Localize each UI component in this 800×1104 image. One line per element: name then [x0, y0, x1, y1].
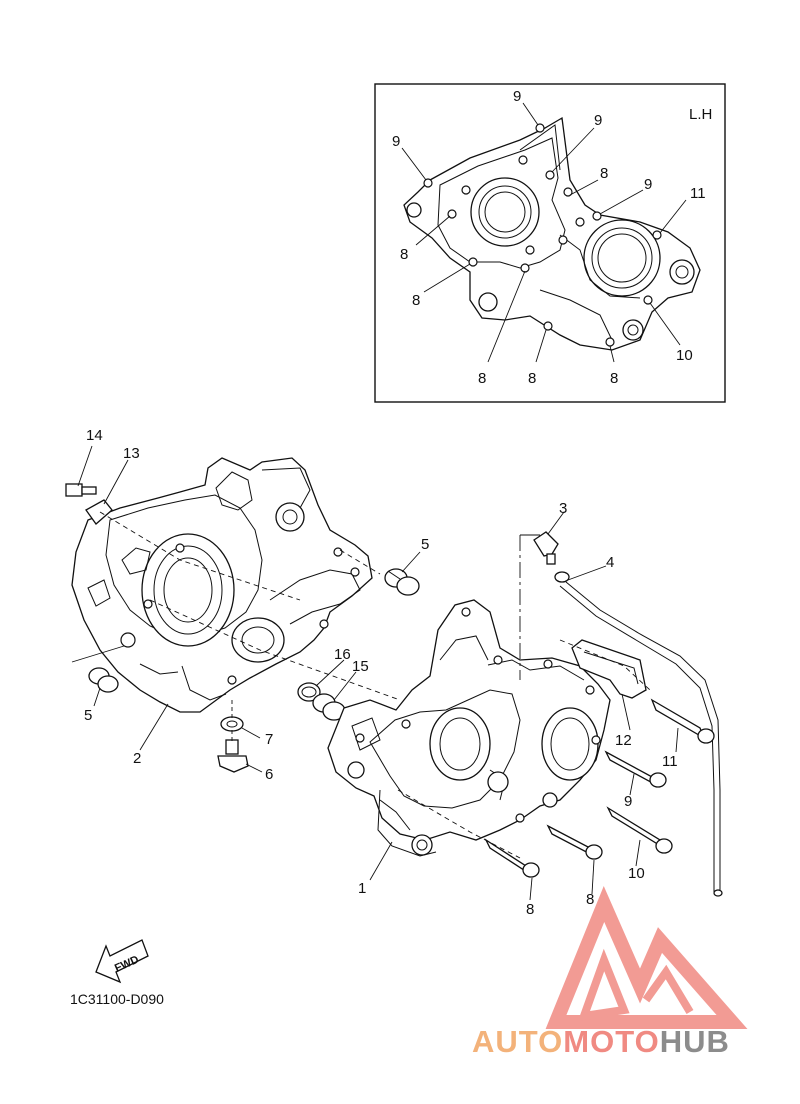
callout-12: 12: [615, 732, 632, 749]
callout-11: 11: [662, 753, 678, 770]
drawing-code: 1C31100-D090: [70, 991, 164, 1007]
inset-left-hand-view: L.H: [374, 83, 726, 403]
dowel-pin-lower: [88, 667, 119, 693]
watermark-hub: HUB: [660, 1024, 730, 1059]
callout-16: 16: [334, 646, 351, 663]
inset-callout-8-bottom-mid: 8: [528, 370, 536, 387]
main-leader-lines: [71, 445, 679, 901]
callout-7: 7: [265, 731, 273, 748]
bolt-9: [604, 750, 667, 788]
callout-1: 1: [358, 880, 366, 897]
inset-leader-lines: [401, 102, 687, 363]
inset-crankcase-outline: [403, 116, 701, 351]
breather-fitting-3: [533, 531, 559, 565]
callout-3: 3: [559, 500, 567, 517]
inset-callout-9-top: 9: [513, 88, 521, 105]
plate-13: [85, 499, 113, 525]
bolt-14: [65, 483, 97, 497]
drain-bolt-6: [217, 739, 249, 773]
breather-hose-4: [554, 571, 723, 897]
inset-callout-8-bottom-right: 8: [610, 370, 618, 387]
inset-callout-9-upper-right: 9: [594, 112, 602, 129]
inset-callout-8-bottom-left: 8: [478, 370, 486, 387]
watermark-logo: [545, 886, 748, 1029]
callout-5-lower: 5: [84, 707, 92, 724]
inset-callout-11: 11: [690, 185, 706, 202]
inset-title: L.H: [689, 106, 712, 123]
bolt-8-left: [484, 838, 540, 878]
callout-4: 4: [606, 554, 614, 571]
callout-14: 14: [86, 427, 103, 444]
callout-15: 15: [352, 658, 369, 675]
callout-10: 10: [628, 865, 645, 882]
callout-8-right: 8: [586, 891, 594, 908]
callout-6: 6: [265, 766, 273, 783]
crankcase-right-half: [327, 599, 611, 857]
washer-7: [220, 716, 244, 732]
callout-5-upper: 5: [421, 536, 429, 553]
o-ring-16: [297, 682, 321, 702]
collar-15: [312, 693, 346, 721]
inset-callout-8-center: 8: [600, 165, 608, 182]
crankcase-left-half: [71, 457, 373, 713]
callout-13: 13: [123, 445, 140, 462]
hose-guide-12: [571, 639, 647, 699]
inset-callout-10: 10: [676, 347, 693, 364]
bolt-8-right: [546, 824, 603, 860]
bolt-11: [650, 698, 715, 744]
fwd-arrow-icon: FWD: [95, 939, 149, 984]
callout-8-left: 8: [526, 901, 534, 918]
watermark-moto: MOTO: [563, 1024, 659, 1059]
callout-2: 2: [133, 750, 141, 767]
watermark-text: AUTOMOTOHUB: [472, 1024, 730, 1059]
inset-callout-9-right: 9: [644, 176, 652, 193]
inset-callout-8-left: 8: [400, 246, 408, 263]
bolt-10: [606, 806, 673, 854]
watermark-auto: AUTO: [472, 1024, 563, 1059]
dowel-pin-upper: [384, 568, 420, 596]
callout-9: 9: [624, 793, 632, 810]
inset-callout-9-left: 9: [392, 133, 400, 150]
inset-callout-8-lower-left: 8: [412, 292, 420, 309]
